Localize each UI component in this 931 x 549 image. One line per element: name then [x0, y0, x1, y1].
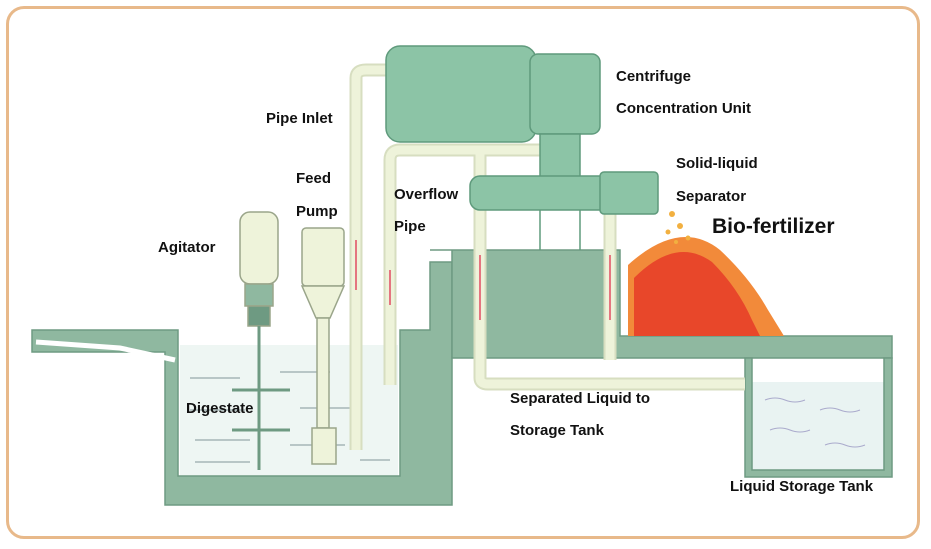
- digestate-label: Digestate: [186, 400, 254, 417]
- bio-fertilizer-label: Bio-fertilizer: [712, 215, 835, 238]
- agitator: [232, 211, 290, 470]
- feed-pump-label-line2: Pump: [296, 203, 338, 220]
- centrifuge-label-line2: Concentration Unit: [616, 100, 751, 117]
- overflow-pipe-label-line2: Pipe: [394, 218, 426, 235]
- centrifuge-label-line1: Centrifuge: [616, 68, 691, 85]
- feed-pump-label-line1: Feed: [296, 170, 332, 187]
- fertilizer-pile-inner: [634, 252, 760, 336]
- platform: [430, 249, 893, 359]
- tank-ripples: [764, 397, 866, 448]
- digester-pit: [31, 261, 453, 506]
- flow-arrows: [355, 240, 611, 320]
- separator-label-line1: Solid-liquid: [676, 155, 758, 172]
- storage-tank-liquid: [752, 382, 884, 470]
- centrifuge-unit: [385, 45, 659, 250]
- liquid-storage-tank-walls: [744, 357, 893, 478]
- fertilizer-granules: [665, 211, 691, 244]
- pipe-inlet-label: Pipe Inlet: [266, 110, 333, 127]
- separated-liquid-label-line1: Separated Liquid to: [510, 390, 651, 407]
- separated-liquid-label-line2: Storage Tank: [510, 422, 604, 439]
- liquid-storage-tank-label: Liquid Storage Tank: [730, 478, 874, 495]
- separator-label-line2: Separator: [676, 188, 747, 205]
- diagram-frame: [6, 6, 920, 539]
- feed-pump: [300, 227, 346, 465]
- overflow-pipe-label-line1: Overflow: [394, 186, 459, 203]
- inflow-channel: [35, 339, 176, 363]
- agitator-label: Agitator: [158, 239, 216, 256]
